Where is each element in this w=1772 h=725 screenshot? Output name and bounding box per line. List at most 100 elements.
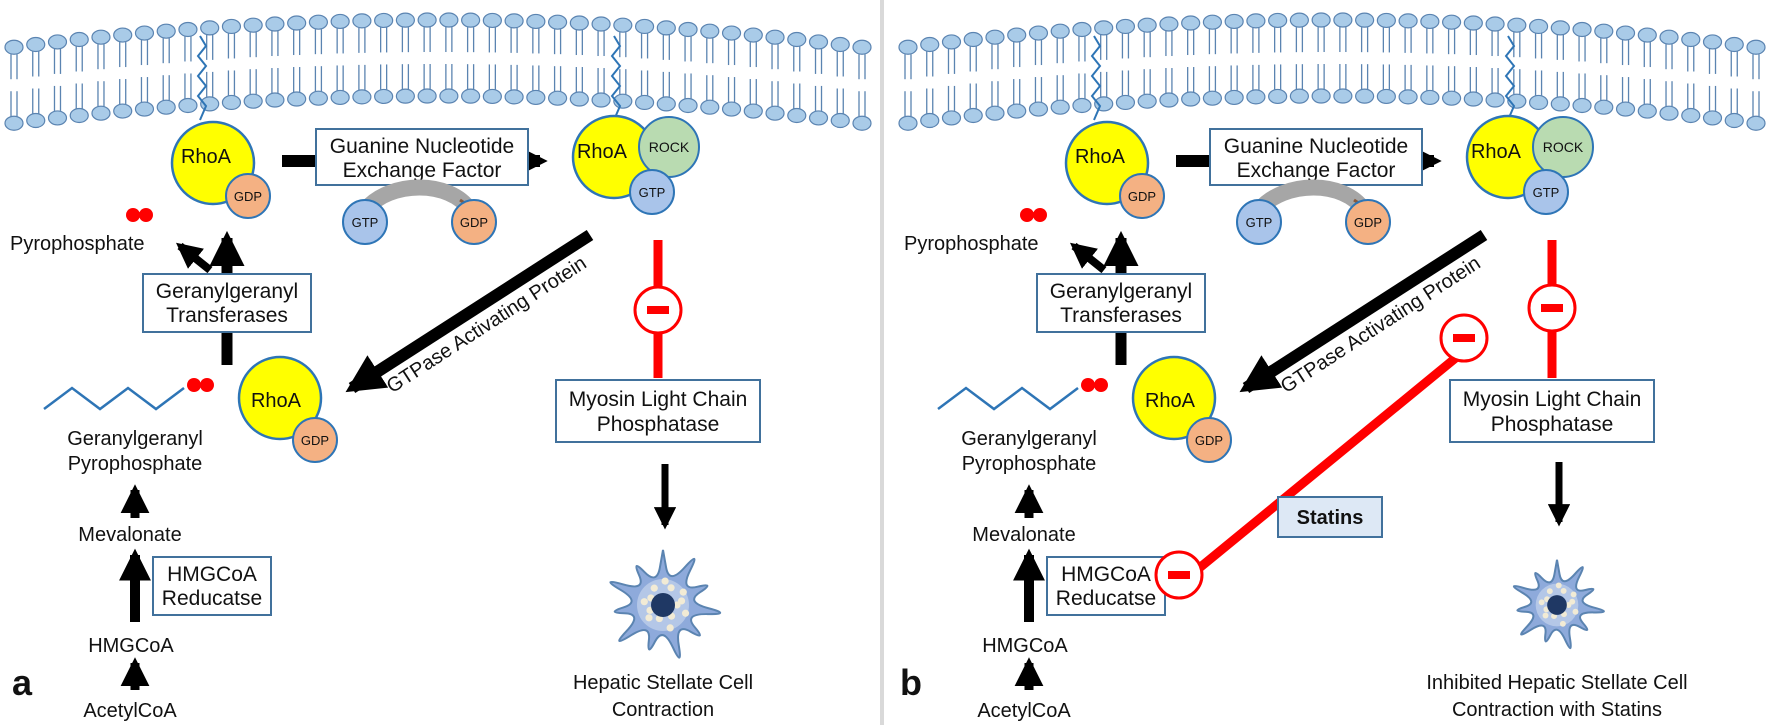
gap-label: GTPase Activating Protein	[383, 252, 591, 398]
gef-line2: Exchange Factor	[343, 159, 502, 182]
ggt-box	[1036, 273, 1206, 333]
outcome-line1: Inhibited Hepatic Stellate Cell	[1426, 672, 1687, 694]
gdp-label: GDP	[301, 433, 329, 448]
mlcp-box	[1449, 379, 1655, 443]
hmgcoa-label: HMGCoA	[982, 635, 1068, 657]
ggt-line2: Transferases	[166, 304, 288, 327]
phosphate-dot	[187, 378, 201, 392]
gdp-label: GDP	[460, 215, 488, 230]
nucleotide-exchange: GTP GDP	[342, 179, 497, 245]
statins-box	[1277, 496, 1383, 538]
membrane-anchor-tail	[610, 35, 622, 121]
phosphate-dot	[126, 208, 140, 222]
acetylcoa-label: AcetylCoA	[977, 700, 1071, 722]
minus-icon	[1453, 334, 1475, 342]
hmgcoa-label: HMGCoA	[88, 635, 174, 657]
panel-a: RhoA GDP Guanine Nucleotide Exchange Fac…	[4, 12, 872, 722]
rhoa-gdp-cytosol: RhoA GDP	[1131, 355, 1232, 463]
mlcp-line2: Phosphatase	[597, 413, 720, 436]
ggpp-line2: Pyrophosphate	[962, 453, 1097, 475]
mevalonate-label: Mevalonate	[972, 524, 1075, 546]
hmgcoa-reductase-line1: HMGCoA	[1061, 563, 1151, 586]
ggt-line2: Transferases	[1060, 304, 1182, 327]
minus-icon	[1541, 304, 1563, 312]
panel-letter: b	[900, 662, 922, 703]
membrane-anchor-tail	[1504, 35, 1516, 121]
gap-arrow	[1239, 229, 1488, 394]
gap-arrow	[345, 229, 594, 394]
acetylcoa-label: AcetylCoA	[83, 700, 177, 722]
phosphate-dot	[1094, 378, 1108, 392]
hepatic-stellate-cell-icon	[1512, 559, 1605, 650]
outcome-line1: Hepatic Stellate Cell	[573, 672, 753, 694]
gtp-label: GTP	[1246, 215, 1273, 230]
ggpp-line2: Pyrophosphate	[68, 453, 203, 475]
rhoa-label: RhoA	[1145, 390, 1196, 412]
rhoa-gtp-rock: ROCK RhoA GTP	[1465, 114, 1594, 215]
mlcp-line1: Myosin Light Chain	[1463, 388, 1642, 411]
ggt-line1: Geranylgeranyl	[1050, 280, 1192, 303]
gdp-label: GDP	[1195, 433, 1223, 448]
rhoa-gdp-cytosol: RhoA GDP	[237, 355, 338, 463]
gdp-label: GDP	[1128, 189, 1156, 204]
hmgcoa-reductase-line2: Reducatse	[1056, 587, 1156, 610]
rhoa-label: RhoA	[1471, 141, 1522, 163]
pyrophosphate-arrow	[176, 242, 213, 274]
hepatic-stellate-cell-icon	[609, 549, 722, 659]
statins-inhibition-line	[1189, 334, 1483, 578]
mlcp-line2: Phosphatase	[1491, 413, 1614, 436]
gtp-label: GTP	[352, 215, 379, 230]
panel-b: RhoA GDP Guanine Nucleotide Exchange Fac…	[898, 12, 1766, 722]
statins-label: Statins	[1297, 507, 1364, 529]
rock-label: ROCK	[1543, 139, 1584, 155]
rock-label: ROCK	[649, 139, 690, 155]
ggt-line1: Geranylgeranyl	[156, 280, 298, 303]
rhoa-label: RhoA	[181, 146, 232, 168]
gef-line1: Guanine Nucleotide	[330, 135, 514, 158]
hmgcoa-reductase-line1: HMGCoA	[167, 563, 257, 586]
isoprenoid-chain-icon	[937, 386, 1079, 411]
membrane-anchor-tail	[1090, 35, 1102, 121]
rhoa-gtp-rock: ROCK RhoA GTP	[571, 114, 700, 215]
pyrophosphate-label: Pyrophosphate	[904, 233, 1039, 255]
gef-line1: Guanine Nucleotide	[1224, 135, 1408, 158]
hmgcoa-reductase-box	[1046, 556, 1166, 616]
hmgcoa-reductase-box	[152, 556, 272, 616]
minus-icon	[647, 306, 669, 314]
ggpp-line1: Geranylgeranyl	[961, 428, 1097, 450]
rhoa-gdp-membrane: RhoA GDP	[170, 120, 271, 219]
phosphate-dot	[1081, 378, 1095, 392]
gdp-label: GDP	[1354, 215, 1382, 230]
gef-line2: Exchange Factor	[1237, 159, 1396, 182]
phosphate-dot	[1020, 208, 1034, 222]
rhoa-gdp-membrane: RhoA GDP	[1064, 120, 1165, 219]
cell-membrane	[4, 12, 872, 131]
hmgcoa-reductase-line2: Reducatse	[162, 587, 262, 610]
minus-icon	[1168, 571, 1190, 579]
ggt-box	[142, 273, 312, 333]
outcome-line2: Contraction with Statins	[1452, 699, 1662, 721]
rhoa-label: RhoA	[1075, 146, 1126, 168]
phosphate-dot	[200, 378, 214, 392]
gef-box	[1209, 128, 1423, 186]
mlcp-box	[555, 379, 761, 443]
panel-letter: a	[12, 662, 33, 703]
rhoa-label: RhoA	[577, 141, 628, 163]
pyrophosphate-label: Pyrophosphate	[10, 233, 145, 255]
outcome-line2: Contraction	[612, 699, 714, 721]
gdp-label: GDP	[234, 189, 262, 204]
rhoa-label: RhoA	[251, 390, 302, 412]
gtp-label: GTP	[1533, 185, 1560, 200]
cell-membrane	[898, 12, 1766, 131]
phosphate-dot	[139, 208, 153, 222]
pyrophosphate-arrow	[1070, 242, 1107, 274]
mevalonate-label: Mevalonate	[78, 524, 181, 546]
phosphate-dot	[1033, 208, 1047, 222]
isoprenoid-chain-icon	[43, 386, 185, 411]
ggpp-line1: Geranylgeranyl	[67, 428, 203, 450]
gef-box	[315, 128, 529, 186]
mlcp-line1: Myosin Light Chain	[569, 388, 748, 411]
nucleotide-exchange: GTP GDP	[1236, 179, 1391, 245]
gtp-label: GTP	[639, 185, 666, 200]
